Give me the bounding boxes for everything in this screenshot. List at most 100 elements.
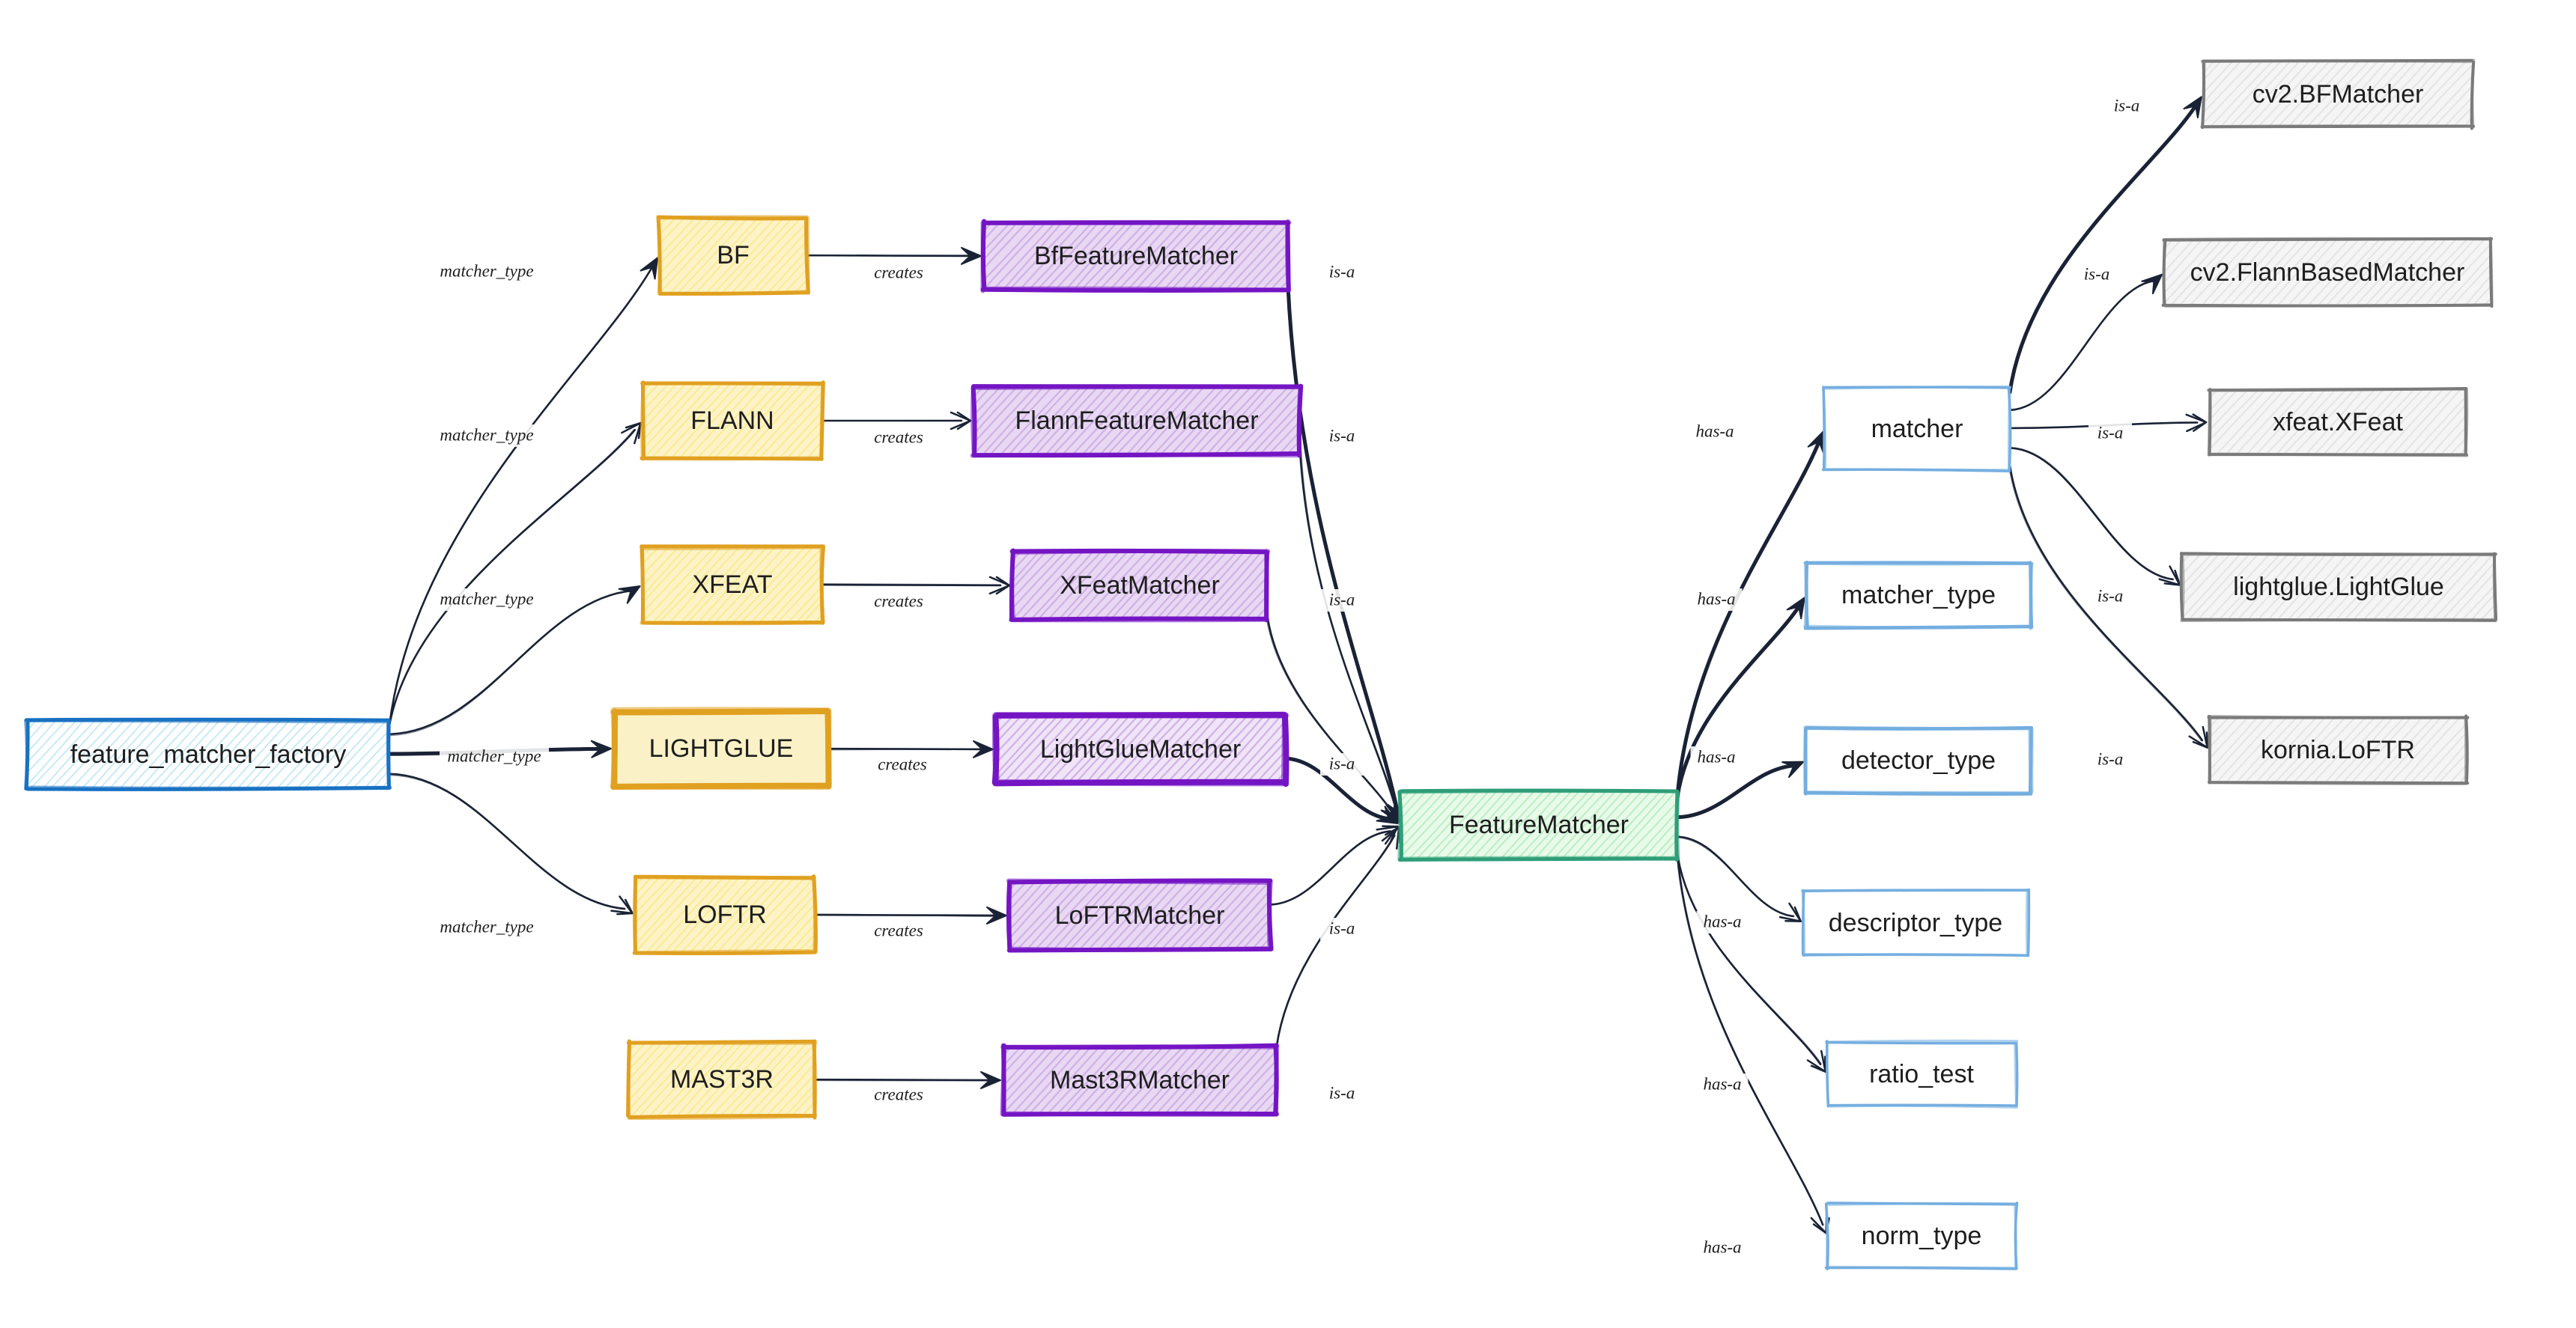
edge-e-fm-detectortype <box>1675 761 1805 820</box>
edge-label-bg-e-loftrm-fm <box>1320 918 1364 940</box>
edge-e-lgm-fm-arrowhead <box>1376 805 1399 824</box>
edge-e-flann-flannm <box>821 411 972 430</box>
edge-label-bg-e-matcher-cv2flann <box>2075 264 2118 286</box>
node-descriptor_type-outline <box>1800 888 2030 957</box>
edge-label-e-fm-descriptortype: has-a <box>1696 911 1749 933</box>
node-kornialoftr[interactable]: kornia.LoFTR <box>2136 713 2533 787</box>
node-norm_type[interactable]: norm_type <box>1824 1201 2019 1270</box>
edge-e-bf-bfm-arrowhead <box>960 246 982 265</box>
edge-e-factory-loftr-arrowhead <box>610 895 634 915</box>
node-ratio_test[interactable]: ratio_test <box>1825 1039 2019 1109</box>
edge-e-factory-loftr <box>388 773 634 916</box>
node-lightglue-fill <box>615 712 827 785</box>
node-featurematcher[interactable]: FeatureMatcher <box>1325 788 1744 862</box>
edge-line2-e-lightglue-lgm <box>827 748 985 751</box>
edge-line2-e-flannm-fm <box>1300 450 1397 815</box>
edge-label-e-matcher-cv2flann: is-a <box>2075 264 2118 286</box>
edge-line-e-mast3rm-fm <box>1275 834 1396 1053</box>
edge-line2-e-fm-detectortype <box>1677 764 1796 818</box>
edge-line2-e-factory-loftr <box>389 774 625 910</box>
node-ratio_test-outline <box>1825 1040 2019 1108</box>
node-bf[interactable]: BF <box>576 214 884 296</box>
edge-label-bg-e-xfeatm-fm <box>1320 589 1364 612</box>
edge-label-e-fm-matcher: has-a <box>1689 421 1741 443</box>
node-cv2flann-outline <box>2162 237 2494 308</box>
node-mast3r[interactable]: MAST3R <box>547 1038 890 1121</box>
node-norm_type-outline <box>1825 1201 2017 1270</box>
edge-e-fm-detectortype-arrowhead <box>1781 761 1805 779</box>
node-bfmatcher[interactable]: BfFeatureMatcher <box>910 219 1355 293</box>
edge-label-e-fm-matchertype: has-a <box>1690 588 1743 611</box>
edge-e-lightglue-lgm-arrowhead <box>972 740 994 758</box>
node-featurematcher-hachure <box>1400 791 1677 859</box>
edge-e-bfm-fm <box>1286 283 1405 823</box>
node-xfeat-outline <box>640 544 825 626</box>
node-bf-outline <box>656 215 810 296</box>
edge-e-loftr-loftrm-arrowhead <box>985 906 1007 925</box>
node-cv2bf[interactable]: cv2.BFMatcher <box>2130 58 2538 131</box>
node-lightgluelg-outline <box>2180 552 2497 623</box>
node-matcher_type-outline <box>1803 561 2033 630</box>
edge-line-e-matcher-cv2flann <box>2008 279 2157 412</box>
edge-label-e-bf-bfm: creates <box>864 262 933 284</box>
edge-e-factory-lightglue-arrowhead <box>590 740 613 758</box>
node-cv2flann[interactable]: cv2.FlannBasedMatcher <box>2090 236 2557 309</box>
edge-line2-e-factory-bf <box>389 264 654 726</box>
node-lightglue[interactable]: LIGHTGLUE <box>610 707 832 791</box>
edge-e-flann-flannm-arrowhead-inner <box>956 411 972 430</box>
edge-label-e-xfeatm-fm: is-a <box>1320 589 1364 612</box>
node-detector_type[interactable]: detector_type <box>1803 725 2034 797</box>
edge-label-bg-e-factory-flann <box>432 424 541 447</box>
edge-line2-e-lgm-fm <box>1284 758 1391 820</box>
edge-label-e-loftr-loftrm: creates <box>864 920 933 942</box>
edge-e-matcher-cv2bf-arrowhead <box>2183 96 2202 119</box>
edge-e-fm-matchertype <box>1675 597 1805 799</box>
node-label-detector_type: detector_type <box>1841 746 1996 775</box>
edge-label-e-matcher-xfeat: is-a <box>2089 422 2132 445</box>
edge-label-e-factory-loftr: matcher_type <box>432 916 541 939</box>
edge-line2-e-fm-descriptortype <box>1675 837 1795 917</box>
node-mast3rmatcher-hachure <box>1003 1047 1276 1114</box>
edge-label-e-flannm-fm: is-a <box>1320 425 1364 448</box>
edge-label-e-bfm-fm: is-a <box>1320 261 1364 284</box>
edge-label-bg-e-flannm-fm <box>1320 425 1364 448</box>
node-loftr-hachure <box>635 877 815 952</box>
node-bfmatcher-hachure <box>984 222 1288 290</box>
edge-line-e-factory-loftr <box>388 773 626 910</box>
edge-line2-e-matcher-lightglue <box>2010 447 2174 580</box>
node-xfeat[interactable]: XFEAT <box>559 543 896 626</box>
edge-label-e-fm-normtype: has-a <box>1696 1237 1749 1259</box>
edge-label-e-fm-detectortype: has-a <box>1690 746 1743 769</box>
edge-e-loftr-loftrm <box>813 906 1007 925</box>
edge-e-matcher-xfeat-arrowhead-inner <box>2192 413 2208 432</box>
edge-label-e-flann-flannm: creates <box>864 427 933 449</box>
edge-label-bg-e-lgm-fm <box>1320 753 1364 776</box>
edge-line2-e-bfm-fm <box>1286 284 1399 814</box>
node-matcher[interactable]: matcher <box>1821 385 2012 473</box>
edge-line2-e-matcher-cv2flann <box>2011 281 2155 410</box>
node-label-matcher: matcher <box>1871 415 1963 443</box>
node-flannmatcher-outline <box>970 383 1303 458</box>
node-bf-hachure <box>659 218 807 293</box>
edge-e-loftrm-fm <box>1269 825 1399 906</box>
edge-e-matcher-cv2flann-arrowhead <box>2141 273 2163 295</box>
node-descriptor_type-outline <box>1801 888 2031 957</box>
edge-label-e-matcher-kornia: is-a <box>2089 749 2132 771</box>
edge-e-factory-loftr-arrowhead-inner <box>616 898 634 916</box>
node-flann[interactable]: FLANN <box>559 380 895 462</box>
node-loftrmatcher-outline <box>1006 878 1273 952</box>
edge-e-mast3r-mast3rm <box>813 1070 1001 1089</box>
edge-label-bg-e-factory-lightglue <box>440 746 549 768</box>
edge-e-xfeat-xfeatm-arrowhead-inner <box>995 576 1011 595</box>
edge-line2-e-bf-bfm <box>807 255 973 257</box>
node-matcher_type[interactable]: matcher_type <box>1803 560 2034 630</box>
node-mast3rmatcher[interactable]: Mast3RMatcher <box>929 1043 1347 1118</box>
edge-label-e-lgm-fm: is-a <box>1320 753 1364 776</box>
edge-line2-e-mast3rm-fm <box>1275 835 1394 1052</box>
node-xfeatmatcher-outline <box>1009 548 1271 623</box>
node-descriptor_type[interactable]: descriptor_type <box>1800 888 2031 957</box>
node-factory[interactable]: feature_matcher_factory <box>0 717 457 792</box>
node-flannmatcher-hachure <box>973 387 1300 454</box>
node-lightgluelg[interactable]: lightglue.LightGlue <box>2107 550 2563 624</box>
edge-label-e-matcher-lightglue: is-a <box>2089 585 2132 608</box>
